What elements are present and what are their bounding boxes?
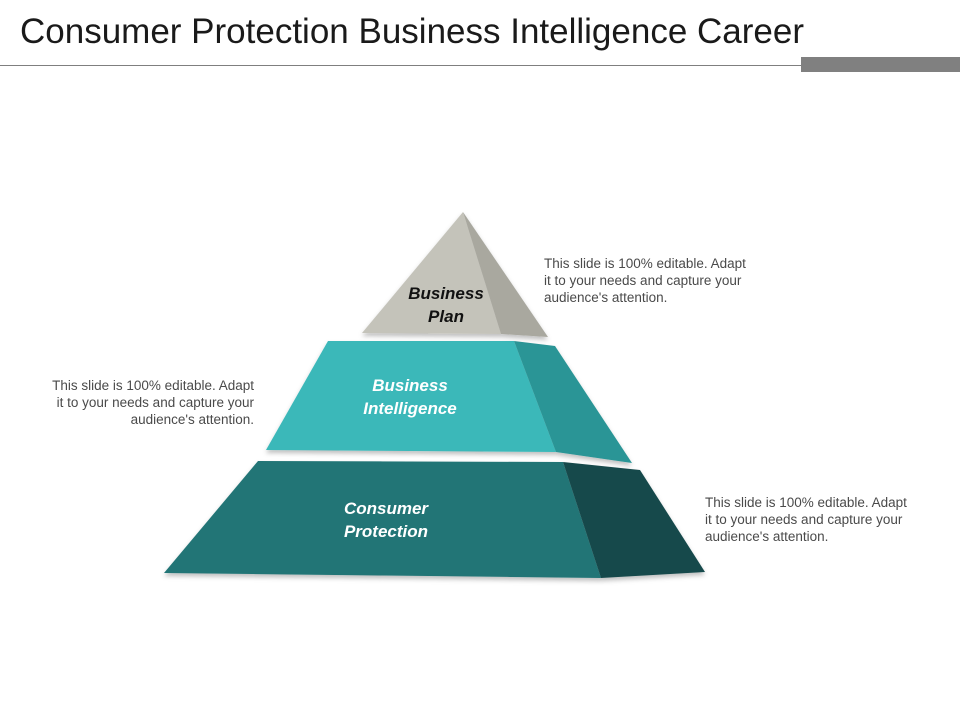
note-middle-left: This slide is 100% editable. Adapt it to… — [14, 377, 254, 428]
note-top-right: This slide is 100% editable. Adapt it to… — [544, 255, 784, 306]
tier-label-line2: Intelligence — [363, 399, 457, 418]
note-line: it to your needs and capture your — [705, 512, 903, 527]
tier-business-plan — [362, 212, 548, 337]
note-bottom-right: This slide is 100% editable. Adapt it to… — [705, 494, 945, 545]
note-line: This slide is 100% editable. Adapt — [705, 495, 907, 510]
tier-business-intelligence-side — [514, 341, 632, 463]
note-line: This slide is 100% editable. Adapt — [544, 256, 746, 271]
tier-business-plan-front — [362, 212, 501, 334]
tier-business-plan-side — [463, 212, 548, 337]
note-line: audience's attention. — [705, 529, 829, 544]
title-accent-bar — [801, 57, 960, 72]
slide-title: Consumer Protection Business Intelligenc… — [20, 12, 804, 51]
note-line: it to your needs and capture your — [544, 273, 742, 288]
title-underline — [0, 65, 960, 66]
tier-label-line1: Business — [408, 284, 484, 303]
tier-label-line2: Plan — [428, 307, 464, 326]
tier-label-consumer-protection: Consumer Protection — [311, 497, 461, 543]
tier-label-business-intelligence: Business Intelligence — [335, 374, 485, 420]
tier-label-business-plan: Business Plan — [386, 282, 506, 328]
tier-business-intelligence-front — [266, 341, 556, 452]
tier-consumer-protection-front — [164, 461, 601, 578]
note-line: audience's attention. — [544, 290, 668, 305]
tier-consumer-protection-side — [563, 462, 705, 578]
tier-consumer-protection — [164, 461, 705, 578]
note-line: audience's attention. — [130, 412, 254, 427]
tier-label-line1: Consumer — [343, 499, 429, 518]
tier-label-line2: Protection — [343, 522, 429, 541]
tier-label-line1: Business — [372, 376, 448, 395]
note-line: This slide is 100% editable. Adapt — [52, 378, 254, 393]
tier-business-intelligence — [266, 341, 632, 463]
note-line: it to your needs and capture your — [56, 395, 254, 410]
